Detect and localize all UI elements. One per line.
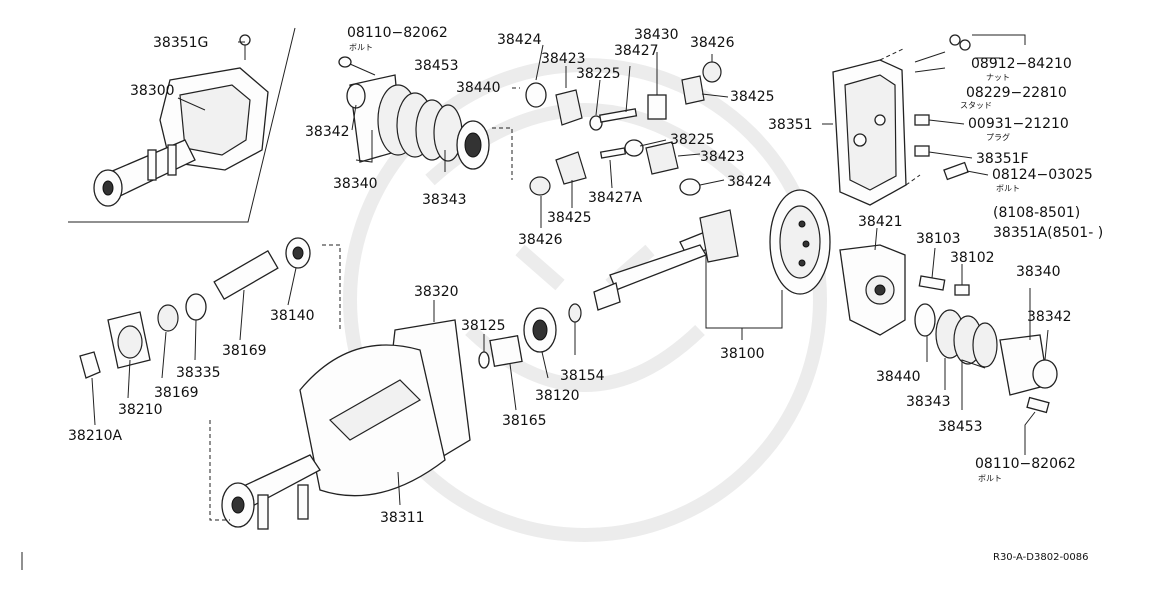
label-08912-84210: 08912−84210 xyxy=(971,56,1072,72)
label-38425-b: 38425 xyxy=(547,210,592,226)
label-38453-b: 38453 xyxy=(938,419,983,435)
label-38311: 38311 xyxy=(380,510,425,526)
companion-flange-assembly xyxy=(79,237,341,379)
label-38300: 38300 xyxy=(130,83,175,99)
assembled-differential-38300 xyxy=(93,34,269,207)
label-38165: 38165 xyxy=(502,413,547,429)
carrier-housing-38311 xyxy=(209,319,471,530)
label-38430: 38430 xyxy=(634,27,679,43)
label-38351F: 38351F xyxy=(976,151,1029,167)
label-38351A: 38351A(8501- ) xyxy=(993,225,1103,241)
diagram-code: R30-A-D3802-0086 xyxy=(993,552,1089,563)
label-38423-a: 38423 xyxy=(541,51,586,67)
label-38453-a: 38453 xyxy=(414,58,459,74)
label-08229-22810: 08229−22810 xyxy=(966,85,1067,101)
label-08124-03025: 08124−03025 xyxy=(992,167,1093,183)
label-38100: 38100 xyxy=(720,346,765,362)
label-00931-21210: 00931−21210 xyxy=(968,116,1069,132)
label-bolt-a: ボルト xyxy=(349,43,373,52)
label-38351: 38351 xyxy=(768,117,813,133)
label-38210A: 38210A xyxy=(68,428,123,444)
leader-lines xyxy=(91,41,1049,506)
label-38169-b: 38169 xyxy=(154,385,199,401)
label-38424-b: 38424 xyxy=(727,174,772,190)
label-bolt-c: ボルト xyxy=(978,474,1002,483)
label-38423-b: 38423 xyxy=(700,149,745,165)
label-08110-82062-b: 08110−82062 xyxy=(975,456,1076,472)
label-stud: スタッド xyxy=(960,101,992,110)
label-38102: 38102 xyxy=(950,250,995,266)
label-38103: 38103 xyxy=(916,231,961,247)
label-38169-a: 38169 xyxy=(222,343,267,359)
part-labels: 38351G 38300 08110−82062 ボルト 38453 38440… xyxy=(68,25,1103,563)
label-38342-b: 38342 xyxy=(1027,309,1072,325)
label-38440-a: 38440 xyxy=(456,80,501,96)
label-38154: 38154 xyxy=(560,368,605,384)
label-38120: 38120 xyxy=(535,388,580,404)
pinion-bearing-set xyxy=(478,303,582,369)
label-38427: 38427 xyxy=(614,43,659,59)
label-38335: 38335 xyxy=(176,365,221,381)
label-bolt-b: ボルト xyxy=(996,184,1020,193)
label-8108-8501: (8108-8501) xyxy=(993,205,1080,221)
label-38427A: 38427A xyxy=(588,190,643,206)
label-38225-a: 38225 xyxy=(576,66,621,82)
differential-gears xyxy=(512,61,722,196)
label-38320: 38320 xyxy=(414,284,459,300)
label-nut: ナット xyxy=(986,73,1010,82)
label-38351G: 38351G xyxy=(153,35,208,51)
label-38421: 38421 xyxy=(858,214,903,230)
label-38424-a: 38424 xyxy=(497,32,542,48)
label-38343-b: 38343 xyxy=(906,394,951,410)
label-38340-a: 38340 xyxy=(333,176,378,192)
differential-case-38421 xyxy=(839,244,970,336)
label-plug: プラグ xyxy=(986,132,1010,142)
side-cover-assembly-right xyxy=(914,303,1058,414)
label-38225-b: 38225 xyxy=(670,132,715,148)
label-38426-a: 38426 xyxy=(690,35,735,51)
label-38426-b: 38426 xyxy=(518,232,563,248)
label-08110-82062-a: 08110−82062 xyxy=(347,25,448,41)
side-cover-assembly-left xyxy=(338,56,513,180)
label-38340-b: 38340 xyxy=(1016,264,1061,280)
label-38343-a: 38343 xyxy=(422,192,467,208)
rear-cover-38351 xyxy=(832,34,1026,206)
label-38125: 38125 xyxy=(461,318,506,334)
inset-frame xyxy=(68,27,296,223)
ring-gear-and-pinion xyxy=(593,189,831,311)
label-38425-a: 38425 xyxy=(730,89,775,105)
label-38342-a: 38342 xyxy=(305,124,350,140)
label-38210: 38210 xyxy=(118,402,163,418)
label-38140: 38140 xyxy=(270,308,315,324)
label-38440-b: 38440 xyxy=(876,369,921,385)
